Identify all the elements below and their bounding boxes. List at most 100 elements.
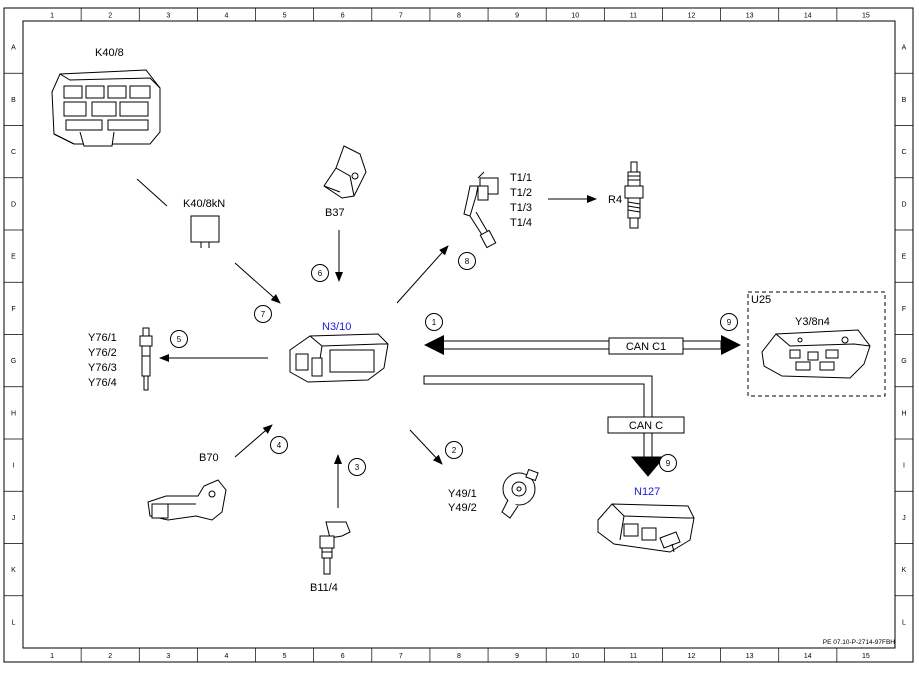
svg-text:9: 9: [727, 318, 732, 327]
can-c1-label: CAN C1: [626, 341, 666, 353]
grid-col-bottom-10: 10: [571, 653, 579, 660]
svg-text:3: 3: [355, 463, 360, 472]
relay-to-ecu-arrow: [234, 262, 281, 304]
grid-row-right-D: D: [901, 201, 906, 208]
footer-reference: PE 07.10-P-2714-97FBH: [823, 639, 896, 646]
grid-row-left-I: I: [13, 463, 15, 470]
grid-row-right-B: B: [902, 97, 907, 104]
y76-1-label: Y76/1: [88, 332, 117, 344]
y49-solenoid-drawing: [501, 468, 539, 519]
grid-col-top-1: 1: [50, 13, 54, 20]
k40-8-label: K40/8: [95, 47, 124, 59]
grid-row-left-A: A: [11, 45, 16, 52]
grid-row-left-D: D: [11, 201, 16, 208]
t1-3-label: T1/3: [510, 202, 532, 214]
grid-row-right-H: H: [901, 410, 906, 417]
grid-col-top-13: 13: [746, 13, 754, 20]
b70-label: B70: [199, 452, 219, 464]
grid-col-top-15: 15: [862, 13, 870, 20]
y49-1-label: Y49/1: [448, 488, 477, 500]
callout-5: 5: [170, 330, 188, 348]
grid-col-top-4: 4: [225, 13, 229, 20]
grid-col-bottom-4: 4: [225, 653, 229, 660]
grid-row-right-A: A: [902, 45, 907, 52]
callout-4: 4: [270, 436, 288, 454]
b37-label: B37: [325, 207, 345, 219]
grid-col-top-11: 11: [630, 13, 637, 20]
grid-col-bottom-7: 7: [399, 653, 403, 660]
callout-3: 3: [348, 458, 366, 476]
svg-text:8: 8: [465, 257, 470, 266]
grid-col-bottom-8: 8: [457, 653, 461, 660]
callout-8: 8: [458, 252, 476, 270]
k40-8-module-drawing: [51, 69, 161, 147]
can-c1-bus: [424, 335, 741, 355]
b37-pedal-sensor-drawing: [323, 145, 367, 199]
t1-ignition-coil-drawing: [463, 171, 499, 249]
grid-col-top-8: 8: [457, 13, 461, 20]
k40-8kn-label: K40/8kN: [183, 198, 225, 210]
b11-4-label: B11/4: [310, 582, 338, 594]
grid-row-right-F: F: [902, 306, 906, 313]
n3-10-label: N3/10: [322, 321, 351, 333]
grid-row-right-I: I: [903, 463, 905, 470]
y3-8n4-valve-body-drawing: [761, 329, 871, 379]
n127-module-drawing: [597, 503, 695, 553]
grid-col-bottom-9: 9: [515, 653, 519, 660]
can-c-label-box: [607, 416, 685, 434]
k40-8kn-relay-drawing: [190, 215, 220, 248]
t1-4-label: T1/4: [510, 217, 532, 229]
ecu-to-t1-arrow: [396, 245, 449, 304]
y76-injector-drawing: [139, 327, 153, 391]
svg-text:9: 9: [666, 459, 671, 468]
callout-6: 6: [311, 264, 329, 282]
ecu-to-y49-arrow: [409, 429, 443, 465]
b70-to-ecu-arrow: [234, 424, 273, 458]
can-c-bus: [423, 375, 666, 477]
grid-row-left-G: G: [11, 358, 16, 365]
svg-text:4: 4: [277, 441, 282, 450]
grid-col-top-5: 5: [283, 13, 287, 20]
grid-col-bottom-1: 1: [50, 653, 54, 660]
grid-col-top-6: 6: [341, 13, 345, 20]
grid-col-top-2: 2: [108, 13, 112, 20]
svg-text:7: 7: [261, 310, 266, 319]
t1-2-label: T1/2: [510, 187, 532, 199]
grid-col-bottom-5: 5: [283, 653, 287, 660]
grid-col-top-9: 9: [515, 13, 519, 20]
b70-sensor-drawing: [147, 479, 227, 521]
grid-col-bottom-6: 6: [341, 653, 345, 660]
callout-2: 2: [445, 441, 463, 459]
grid-col-top-14: 14: [804, 13, 812, 20]
y3-8n4-label: Y3/8n4: [795, 316, 830, 328]
grid-col-top-3: 3: [166, 13, 170, 20]
callout-9-can-c: 9: [659, 454, 677, 472]
can-c1-label-box: [608, 337, 684, 355]
svg-text:5: 5: [177, 335, 182, 344]
grid-row-right-K: K: [902, 567, 907, 574]
callout-1: 1: [425, 313, 443, 331]
grid-col-bottom-14: 14: [804, 653, 812, 660]
y76-3-label: Y76/3: [88, 362, 117, 374]
svg-text:1: 1: [432, 318, 437, 327]
svg-text:6: 6: [318, 269, 323, 278]
grid-col-bottom-13: 13: [746, 653, 754, 660]
b11-4-sensor-drawing: [319, 521, 351, 575]
grid-col-bottom-11: 11: [630, 653, 637, 660]
k40-8-to-relay-line: [136, 178, 168, 207]
grid-row-left-C: C: [11, 149, 16, 156]
n127-label: N127: [634, 486, 660, 498]
r4-spark-plug-drawing: [624, 161, 644, 229]
svg-text:2: 2: [452, 446, 457, 455]
grid-row-left-B: B: [11, 97, 16, 104]
n3-10-ecu-drawing: [289, 333, 389, 383]
grid-row-right-L: L: [902, 619, 906, 626]
grid-row-right-C: C: [901, 149, 906, 156]
t1-1-label: T1/1: [510, 172, 532, 184]
callout-7: 7: [254, 305, 272, 323]
grid-row-left-H: H: [11, 410, 16, 417]
grid-col-bottom-3: 3: [166, 653, 170, 660]
grid-column-markers: 1122334455667788991010111112121313141415…: [50, 8, 870, 662]
grid-col-top-7: 7: [399, 13, 403, 20]
